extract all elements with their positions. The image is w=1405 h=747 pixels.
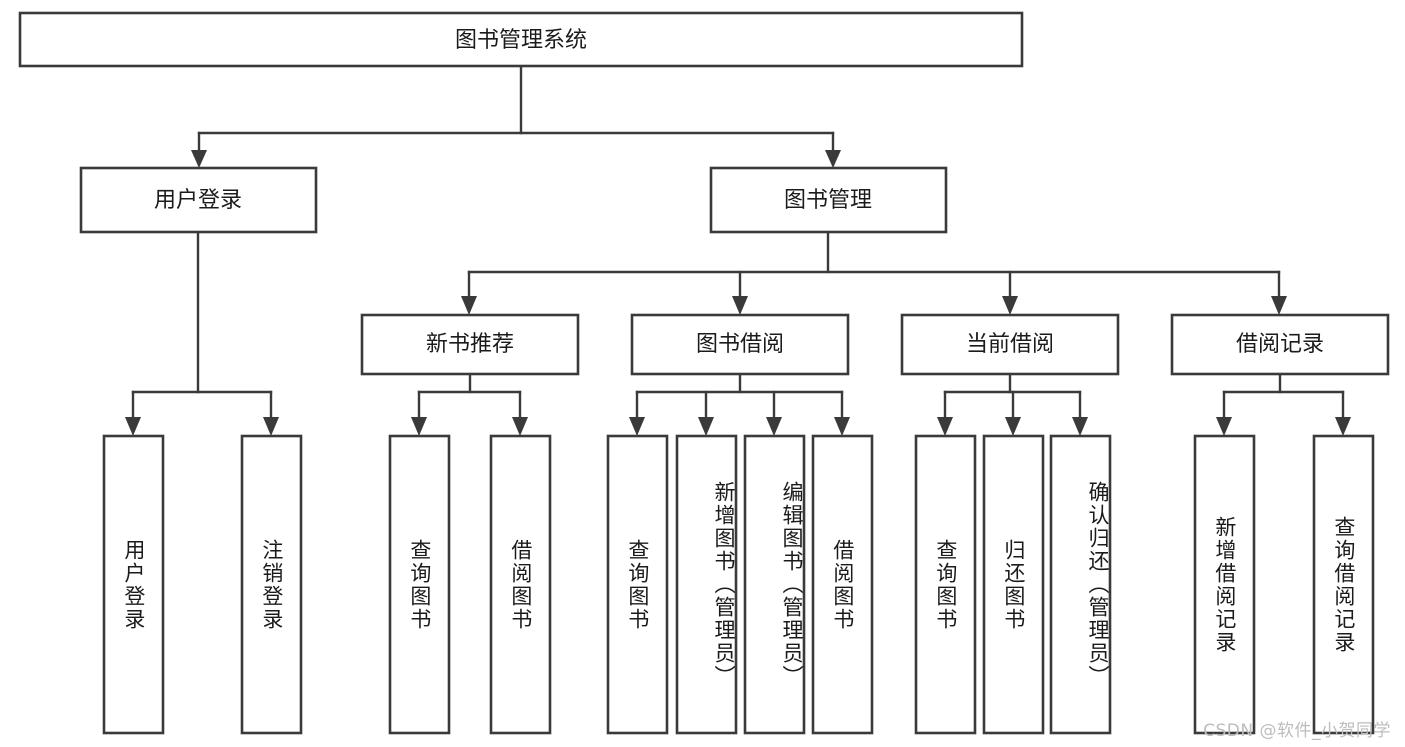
leaf-query-book-3[interactable]	[914, 434, 977, 735]
node-book-management-label: 图书管理	[784, 188, 872, 213]
leaf-return-book[interactable]	[982, 434, 1045, 735]
leaf-query-book-1[interactable]	[388, 434, 451, 735]
connector-bookmgmt-to-level3	[461, 230, 1287, 315]
leaf-user-login[interactable]	[102, 434, 165, 735]
node-new-book-recommend[interactable]: 新书推荐	[360, 313, 580, 376]
connector-root-to-level2	[191, 64, 841, 168]
node-user-login-label: 用户登录	[154, 188, 242, 213]
node-user-login[interactable]: 用户登录	[79, 166, 318, 234]
node-root-system[interactable]: 图书管理系统	[18, 11, 1024, 68]
node-book-borrow-label: 图书借阅	[696, 332, 784, 357]
leaf-borrow-book-1[interactable]	[489, 434, 552, 735]
leaf-add-book-admin[interactable]	[675, 434, 738, 735]
connector-newbook-to-leaves	[411, 372, 528, 436]
node-current-borrow[interactable]: 当前借阅	[900, 313, 1120, 376]
node-new-book-recommend-label: 新书推荐	[426, 332, 514, 357]
leaf-confirm-return-admin[interactable]	[1049, 434, 1112, 735]
node-root-system-label: 图书管理系统	[455, 28, 587, 53]
leaf-add-borrow-record[interactable]	[1193, 434, 1256, 735]
leaf-query-book-2[interactable]	[606, 434, 669, 735]
node-current-borrow-label: 当前借阅	[966, 332, 1054, 357]
connector-bookborrow-to-leaves	[629, 372, 850, 436]
leaf-query-borrow-record[interactable]	[1312, 434, 1375, 735]
watermark-text: CSDN @软件_小贺同学	[1203, 721, 1391, 741]
node-borrow-record-label: 借阅记录	[1236, 332, 1324, 357]
leaf-logout[interactable]	[240, 434, 303, 735]
connector-borrowrecord-to-leaves	[1216, 372, 1351, 436]
node-book-borrow[interactable]: 图书借阅	[630, 313, 850, 376]
leaf-edit-book-admin[interactable]	[743, 434, 806, 735]
leaf-borrow-book-2[interactable]	[811, 434, 874, 735]
connector-userlogin-to-leaves	[125, 230, 279, 436]
node-book-management[interactable]: 图书管理	[709, 166, 948, 234]
node-borrow-record[interactable]: 借阅记录	[1170, 313, 1390, 376]
connector-currentborrow-to-leaves	[937, 372, 1088, 436]
